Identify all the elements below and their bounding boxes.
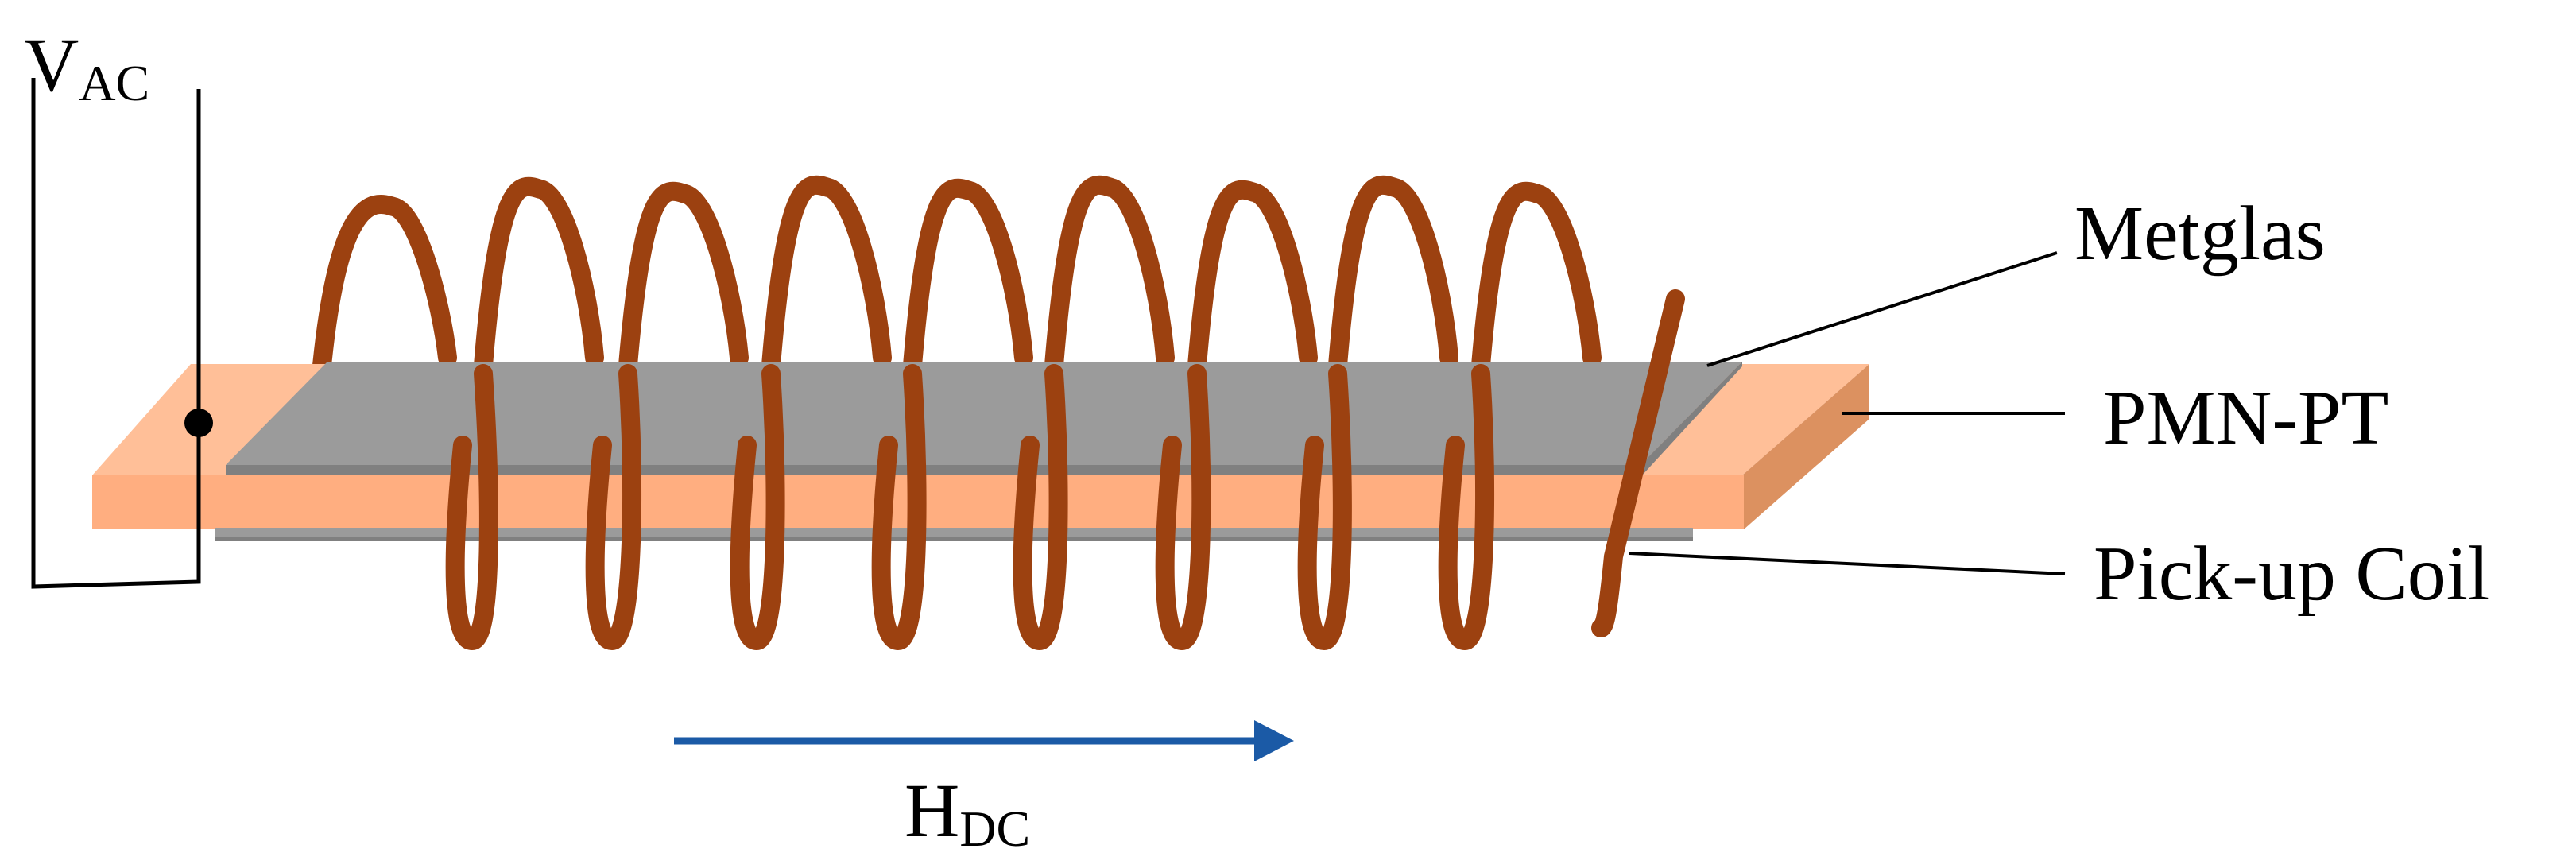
coil-front-loop — [730, 364, 785, 650]
coil-back-arc — [1328, 175, 1458, 375]
metglas-leader — [1706, 251, 2058, 367]
pickup-coil-label: Pick-up Coil — [2094, 531, 2489, 617]
coil-front-loop — [1155, 364, 1211, 650]
metglas-bottom-layer — [215, 528, 1693, 541]
terminal-dot-icon — [184, 409, 213, 437]
coil-front-loop — [1297, 364, 1352, 650]
coil-front-loop — [871, 364, 927, 650]
coil-front-loop — [1013, 364, 1068, 650]
pickup-coil-leader — [1629, 552, 2066, 575]
vac-circuit — [31, 78, 213, 589]
metglas-label: Metglas — [2074, 191, 2326, 277]
coil-front-loop — [1438, 364, 1495, 650]
hdc-label: HDC — [905, 768, 1030, 857]
coil-back-arc — [618, 181, 749, 375]
coil-front-loop — [445, 364, 498, 650]
field-arrow-icon — [674, 720, 1294, 761]
coil-back-turns — [308, 175, 1602, 421]
vac-label: VAC — [24, 22, 149, 111]
pmnpt-side-face — [1742, 364, 1869, 529]
coil-back-arc — [903, 178, 1033, 375]
coil-back-arc — [1471, 181, 1602, 375]
coil-back-arc — [474, 176, 604, 375]
coil-end-lead — [1591, 289, 1685, 637]
leader-lines — [1629, 251, 2066, 575]
coil-back-arc — [1044, 175, 1175, 375]
coil-front-turns — [445, 289, 1685, 650]
coil-back-arc — [308, 195, 457, 421]
vac-lead-right — [31, 78, 201, 589]
coil-front-loop — [585, 364, 642, 650]
coil-back-arc — [761, 175, 892, 375]
coil-back-arc — [1187, 180, 1318, 375]
pmnpt-label: PMN-PT — [2103, 375, 2388, 461]
